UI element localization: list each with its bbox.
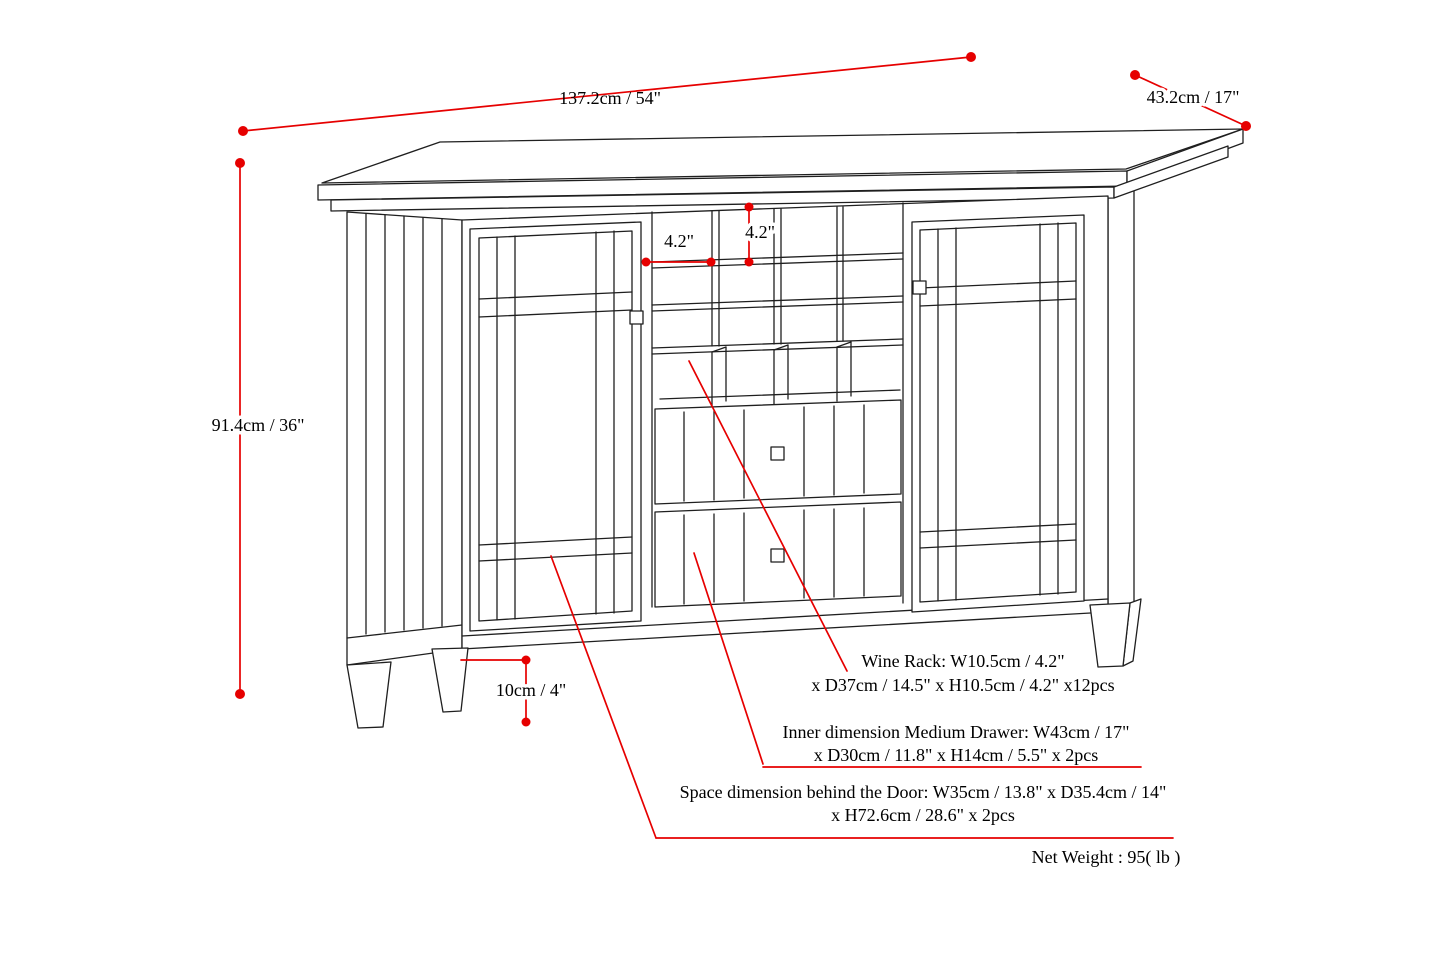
dimension-cell-width-line bbox=[641, 257, 716, 267]
cabinet-drawing bbox=[317, 128, 1244, 729]
wine-rack-callout-line2: x D37cm / 14.5" x H10.5cm / 4.2" x12pcs bbox=[811, 675, 1114, 695]
leg-front-left bbox=[431, 647, 469, 713]
height-label: 91.4cm / 36" bbox=[212, 415, 305, 435]
leg-height-label: 10cm / 4" bbox=[496, 680, 566, 700]
legs bbox=[346, 598, 1142, 729]
medium-drawer-callout-line2: x D30cm / 11.8" x H14cm / 5.5" x 2pcs bbox=[814, 745, 1099, 765]
dimension-height-line bbox=[235, 158, 245, 699]
labels: 137.2cm / 54" 43.2cm / 17" 91.4cm / 36" … bbox=[208, 84, 1243, 869]
depth-label: 43.2cm / 17" bbox=[1147, 87, 1240, 107]
width-label: 137.2cm / 54" bbox=[559, 88, 661, 108]
left-side-panel bbox=[346, 211, 463, 666]
leg-front-right bbox=[1089, 602, 1131, 668]
wine-rack-callout-line1: Wine Rack: W10.5cm / 4.2" bbox=[861, 651, 1064, 671]
dimension-cell-height-line bbox=[744, 202, 754, 267]
dimension-lines bbox=[235, 52, 1251, 839]
wine-rack bbox=[651, 202, 904, 608]
drawer-top-knob bbox=[770, 446, 785, 461]
wine-cell-height-label: 4.2" bbox=[745, 222, 775, 242]
leader-door-space bbox=[550, 555, 1174, 839]
cabinet-right-side bbox=[1107, 186, 1135, 613]
right-door-knob bbox=[912, 280, 927, 295]
door-space-callout-line1: Space dimension behind the Door: W35cm /… bbox=[680, 782, 1167, 802]
door-space-callout-line2: x H72.6cm / 28.6" x 2pcs bbox=[831, 805, 1015, 825]
left-door bbox=[469, 221, 644, 632]
leg-rear-left bbox=[346, 661, 392, 729]
drawer-bottom-knob bbox=[770, 548, 785, 563]
dimension-leg-height-line bbox=[460, 655, 531, 727]
dimension-width-line bbox=[238, 52, 976, 136]
crown-molding-side-2 bbox=[1113, 145, 1229, 199]
drawer-top bbox=[654, 399, 902, 505]
right-door bbox=[911, 214, 1085, 613]
medium-drawer-callout-line1: Inner dimension Medium Drawer: W43cm / 1… bbox=[783, 722, 1130, 742]
leader-medium-drawer bbox=[693, 552, 1142, 768]
left-door-knob bbox=[629, 310, 644, 325]
dimension-depth-line bbox=[1130, 70, 1251, 131]
net-weight-label: Net Weight : 95( lb ) bbox=[1032, 847, 1181, 868]
leader-wine-rack bbox=[688, 360, 848, 672]
wine-cell-width-label: 4.2" bbox=[664, 231, 694, 251]
drawer-bottom bbox=[654, 501, 902, 608]
